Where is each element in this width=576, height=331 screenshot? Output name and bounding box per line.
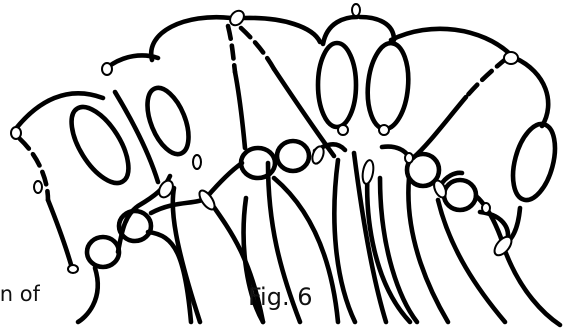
petal-3 [145,229,194,325]
radial-chain-1 [45,197,75,271]
petal-8 [265,160,303,325]
inner-ring-4 [274,138,312,174]
radial-chain-4 [410,94,469,161]
dashed-chain-2 [225,23,238,75]
picot-3 [229,9,245,27]
join-oval-4 [361,159,375,185]
picot-11 [404,152,414,164]
dashed-chain-1 [17,136,51,203]
petal-9 [271,175,341,325]
cropped-text: n of [0,284,40,305]
inner-ring-6 [441,177,479,213]
join-oval-6 [493,235,513,257]
petal-15 [377,175,420,325]
join-oval-5 [433,179,447,199]
outer-chain-2 [105,53,161,70]
figure-caption: Fig. 6 [248,283,313,311]
picot-10 [378,124,390,136]
outer-ring-1 [69,104,131,186]
outer-chain-7 [388,26,513,57]
outer-chain-8 [512,55,551,129]
picot-9 [337,124,349,136]
petal-14 [364,163,413,325]
picot-1 [10,126,22,140]
picot-2 [101,62,113,76]
outer-chain-5 [320,14,360,47]
petal-7 [241,195,266,325]
petal-11 [332,157,358,325]
join-oval-3 [311,145,325,165]
outer-chain-6 [357,14,397,43]
petal-1 [75,265,100,325]
join-oval-1 [158,179,174,199]
join-oval-2 [198,189,216,211]
picot-12 [481,202,491,214]
radial-chain-3 [271,66,337,159]
picot-4 [351,3,361,17]
outer-chain-4 [241,15,323,45]
picot-7 [67,264,79,274]
outer-chain-1 [11,91,106,134]
inner-ring-5 [404,151,442,189]
dashed-chain-3 [238,25,277,72]
picot-5 [503,51,519,65]
outer-ring-4 [365,40,411,132]
dashed-chain-4 [463,55,510,100]
picot-6 [33,180,43,194]
petal-5 [170,185,203,325]
inner-ring-1 [84,234,122,270]
outer-ring-5 [510,121,558,203]
petal-19 [435,197,508,325]
petal-12 [351,150,389,325]
outer-chain-3 [148,14,234,63]
radial-chain-5 [112,89,161,185]
petal-16 [406,175,451,325]
outer-ring-2 [145,85,191,157]
picot-8 [192,154,202,170]
radial-chain-2 [232,69,248,151]
outer-ring-3 [315,40,359,130]
